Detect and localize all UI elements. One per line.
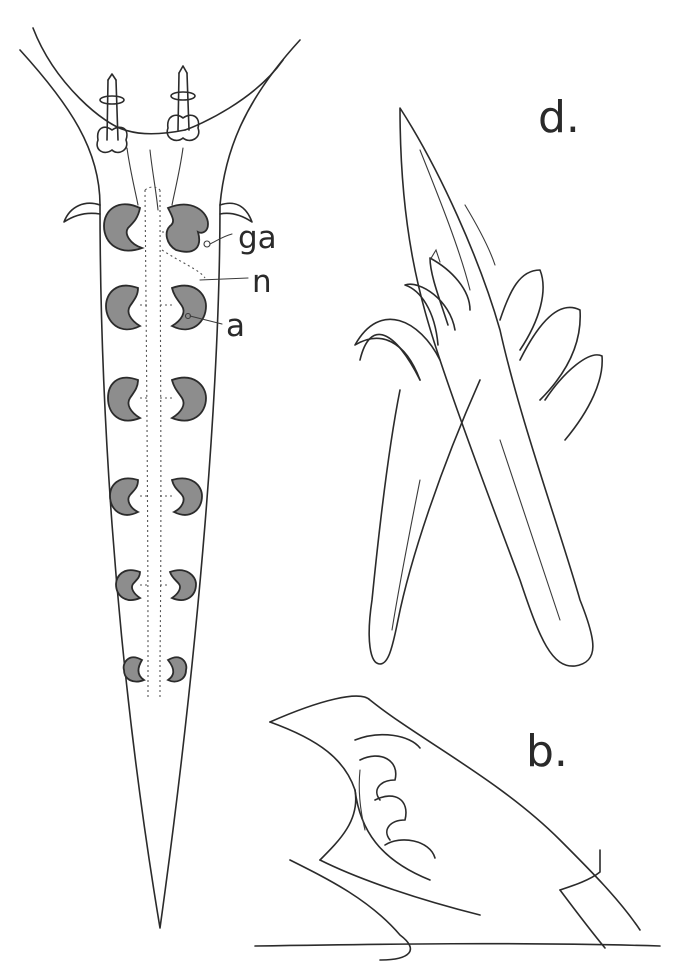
gland-pair-5 xyxy=(116,570,196,600)
right-tentacle xyxy=(220,40,300,205)
nerve-cord-left xyxy=(145,190,148,700)
annotation-ga: ga xyxy=(238,220,277,256)
jaw-element-d-drawing: d. xyxy=(355,92,602,666)
animal-body-drawing: ga n a xyxy=(20,28,300,928)
left-rhinophore xyxy=(97,74,127,152)
panel-label-b: b. xyxy=(526,726,568,777)
leader-n xyxy=(200,278,248,280)
right-rhinophore xyxy=(167,66,199,140)
left-tentacle xyxy=(20,50,100,205)
gland-pair-6 xyxy=(124,657,187,681)
gland-pair-4 xyxy=(110,478,202,514)
annotation-n: n xyxy=(252,264,272,300)
gland-pair-2 xyxy=(106,286,206,330)
head-top xyxy=(125,130,185,134)
gland-pair-1 xyxy=(104,204,208,251)
left-tentacle-inner xyxy=(33,28,125,130)
panel-label-d: d. xyxy=(538,92,580,143)
right-tentacle-inner xyxy=(185,60,283,130)
annotation-a: a xyxy=(226,308,245,344)
left-horn xyxy=(64,203,100,222)
gland-pair-3 xyxy=(108,378,206,421)
nerve-cord-right xyxy=(160,190,161,700)
jaw-lower-arm xyxy=(369,380,480,664)
leader-ga xyxy=(210,234,232,244)
jaw-b-outline xyxy=(270,696,640,930)
jaw-main-arm xyxy=(400,108,593,666)
jaw-element-b-drawing: b. xyxy=(255,696,660,960)
